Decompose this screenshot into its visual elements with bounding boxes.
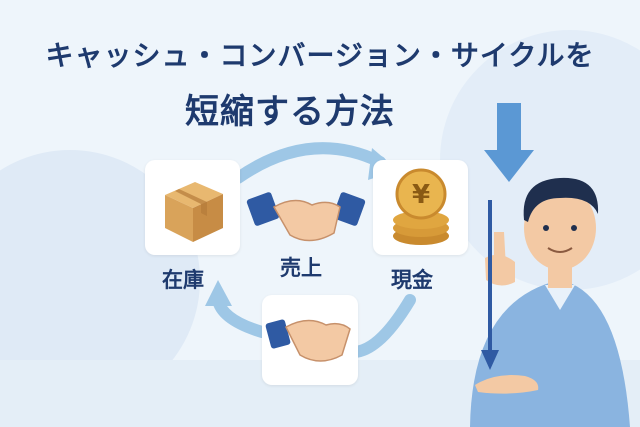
title-line-1: キャッシュ・コンバージョン・サイクルを	[45, 39, 595, 72]
yen-coins-icon: ¥	[393, 168, 449, 245]
cash-tile: ¥	[373, 160, 468, 255]
cardboard-box-icon	[165, 182, 223, 242]
svg-text:¥: ¥	[412, 180, 430, 210]
title-line-2: 短縮する方法	[185, 92, 395, 132]
handshake-icon	[265, 319, 351, 362]
cash-label: 現金	[391, 268, 433, 292]
sales-label: 売上	[280, 256, 322, 280]
handshake-tile	[262, 295, 358, 385]
left-cycle-arrowhead	[205, 280, 232, 306]
top-cycle-arrow	[232, 142, 386, 184]
background-circle	[20, 290, 60, 330]
inventory-label: 在庫	[162, 268, 204, 292]
inventory-tile	[145, 160, 240, 255]
bottom-cycle-arrow	[349, 294, 416, 358]
